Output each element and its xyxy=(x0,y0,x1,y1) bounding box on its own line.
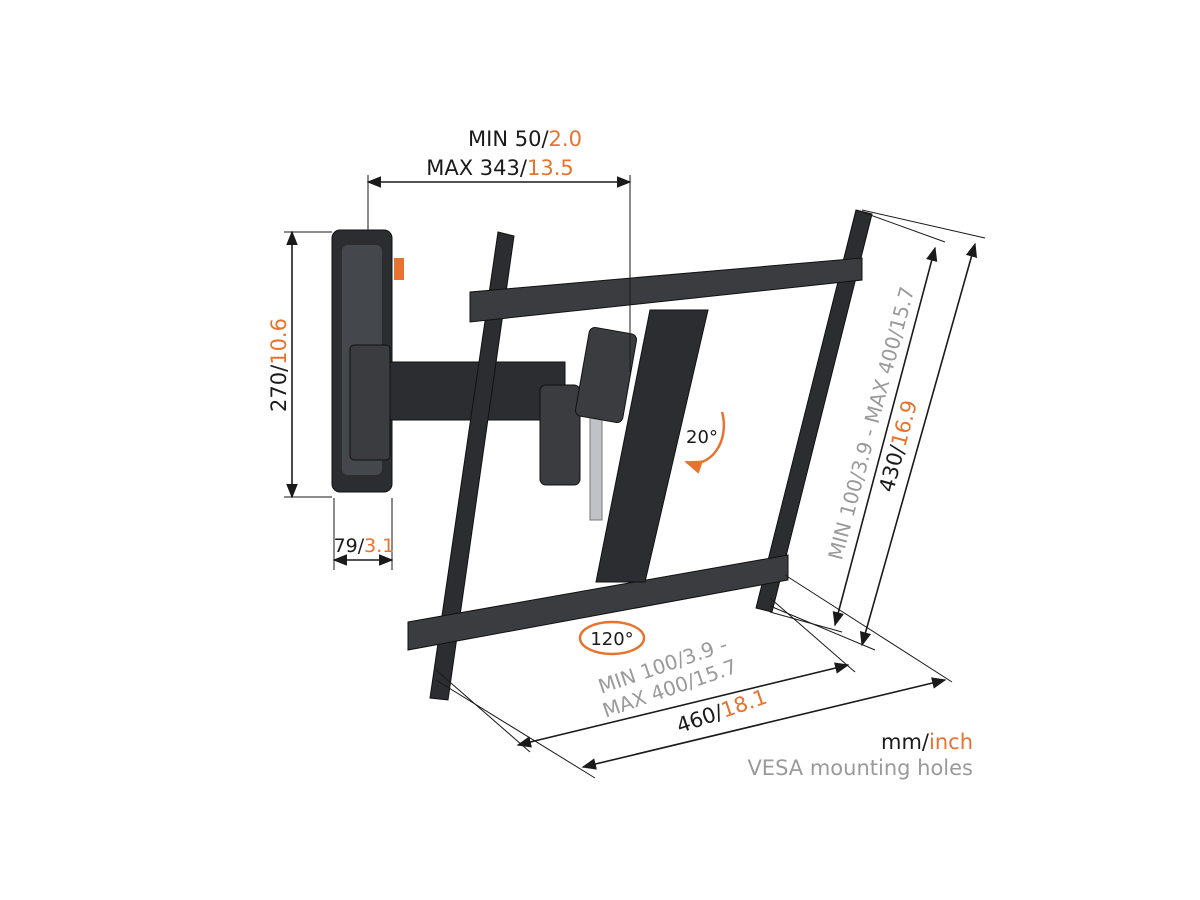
tv-frame-bottom-bar xyxy=(407,554,789,651)
wallplate-width-dimension: 79/3.1 xyxy=(332,498,395,570)
svg-text:270/10.6: 270/10.6 xyxy=(267,318,291,412)
lock-tab xyxy=(394,258,404,280)
tv-frame-left-rail xyxy=(429,231,515,701)
width-in: 3.1 xyxy=(364,535,394,557)
height-mm: 270/ xyxy=(267,364,291,412)
depth-dimension: MIN 50/2.0 MAX 343/13.5 xyxy=(366,127,632,372)
depth-max-in: 13.5 xyxy=(527,156,574,180)
tilt-indicator: 20° xyxy=(684,411,726,474)
wallplate-height-dimension: 270/10.6 xyxy=(267,230,332,499)
legend-inch: inch xyxy=(929,730,973,754)
tilt-label: 20° xyxy=(686,427,718,448)
legend-caption: VESA mounting holes xyxy=(747,756,973,780)
svg-text:79/3.1: 79/3.1 xyxy=(334,535,395,557)
center-tilt-plate xyxy=(595,309,709,583)
legend: mm/inch VESA mounting holes xyxy=(747,730,973,780)
frame-height-in: 16.9 xyxy=(887,398,922,449)
depth-max-mm: MAX 343/ xyxy=(426,156,528,180)
frame-width-in: 18.1 xyxy=(718,685,770,723)
height-in: 10.6 xyxy=(267,318,291,365)
svg-text:mm/inch: mm/inch xyxy=(881,730,973,754)
swivel-label: 120° xyxy=(590,629,633,650)
svg-text:MIN 50/2.0: MIN 50/2.0 xyxy=(468,127,582,151)
width-mm: 79/ xyxy=(334,535,365,557)
depth-min-mm: MIN 50/ xyxy=(468,127,549,151)
legend-mm: mm/ xyxy=(881,730,930,754)
swivel-indicator: 120° xyxy=(578,620,646,656)
frame-height-mm: 430/ xyxy=(874,442,910,495)
svg-text:MAX 343/13.5: MAX 343/13.5 xyxy=(426,156,573,180)
depth-min-in: 2.0 xyxy=(549,127,582,151)
wall-bracket xyxy=(331,209,873,701)
